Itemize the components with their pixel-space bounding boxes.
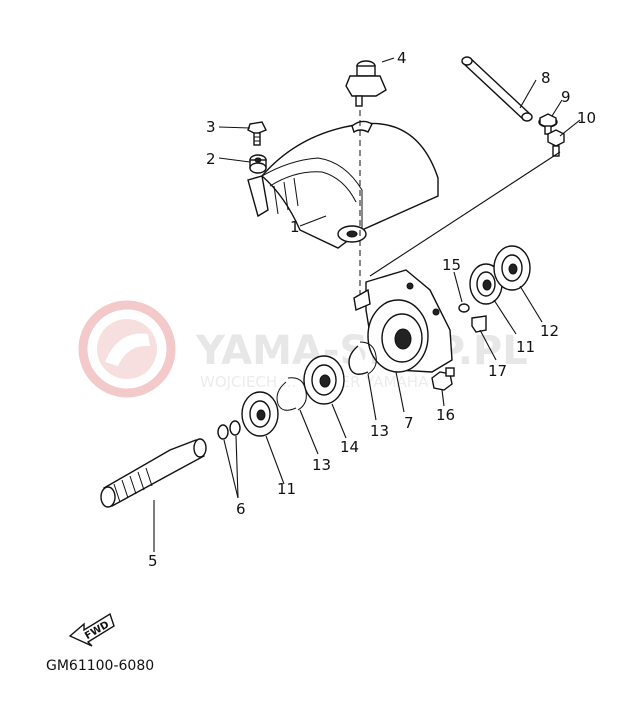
bolt-part-16: [431, 367, 455, 391]
leader-lines: [153, 57, 581, 552]
callout-11-left: 11: [277, 480, 296, 498]
callout-13-lower: 13: [312, 456, 331, 474]
callout-9: 9: [561, 88, 571, 106]
callout-2: 2: [206, 150, 216, 168]
callout-6: 6: [236, 500, 246, 518]
fitting-part-10: [547, 129, 565, 157]
rod-part-8: [461, 56, 533, 122]
callout-17: 17: [488, 362, 507, 380]
fwd-arrow-icon: FWD: [68, 612, 115, 647]
circlip-part-13-lower: [276, 377, 307, 411]
callout-11-right: 11: [516, 338, 535, 356]
watermark-logo: [78, 300, 176, 398]
bolt-part-3: [247, 121, 267, 146]
callout-10: 10: [577, 109, 596, 127]
shaft-part-5: [100, 438, 207, 508]
o-rings-part-6: [217, 420, 241, 440]
callout-13-upper: 13: [370, 422, 389, 440]
bearing-part-11-right: [469, 263, 503, 305]
callout-3: 3: [206, 118, 216, 136]
callout-7: 7: [404, 414, 414, 432]
diagram-code: GM61100-6080: [46, 658, 154, 674]
callout-16: 16: [436, 406, 455, 424]
bearing-part-14: [303, 355, 345, 405]
bearing-part-11-left: [241, 391, 279, 437]
seal-part-12: [493, 245, 531, 291]
callout-12: 12: [540, 322, 559, 340]
circlip-part-13-upper: [348, 341, 377, 375]
housing-part-7: [353, 269, 453, 373]
callout-4: 4: [397, 49, 407, 67]
callout-labels: 1 2 3 4 5 6 7 8 9 10 11 11 12 13 13 14 1…: [148, 49, 596, 570]
callout-1: 1: [290, 218, 300, 236]
bolt-part-9: [538, 113, 558, 135]
clip-part-4: [345, 60, 387, 107]
callout-8: 8: [541, 69, 551, 87]
pin-part-15: [458, 303, 470, 313]
callout-5: 5: [148, 552, 158, 570]
grommet-part-2: [249, 154, 267, 174]
plate-part-17: [471, 315, 487, 333]
callout-14: 14: [340, 438, 359, 456]
callout-15: 15: [442, 256, 461, 274]
cover-part-1: [247, 120, 439, 249]
